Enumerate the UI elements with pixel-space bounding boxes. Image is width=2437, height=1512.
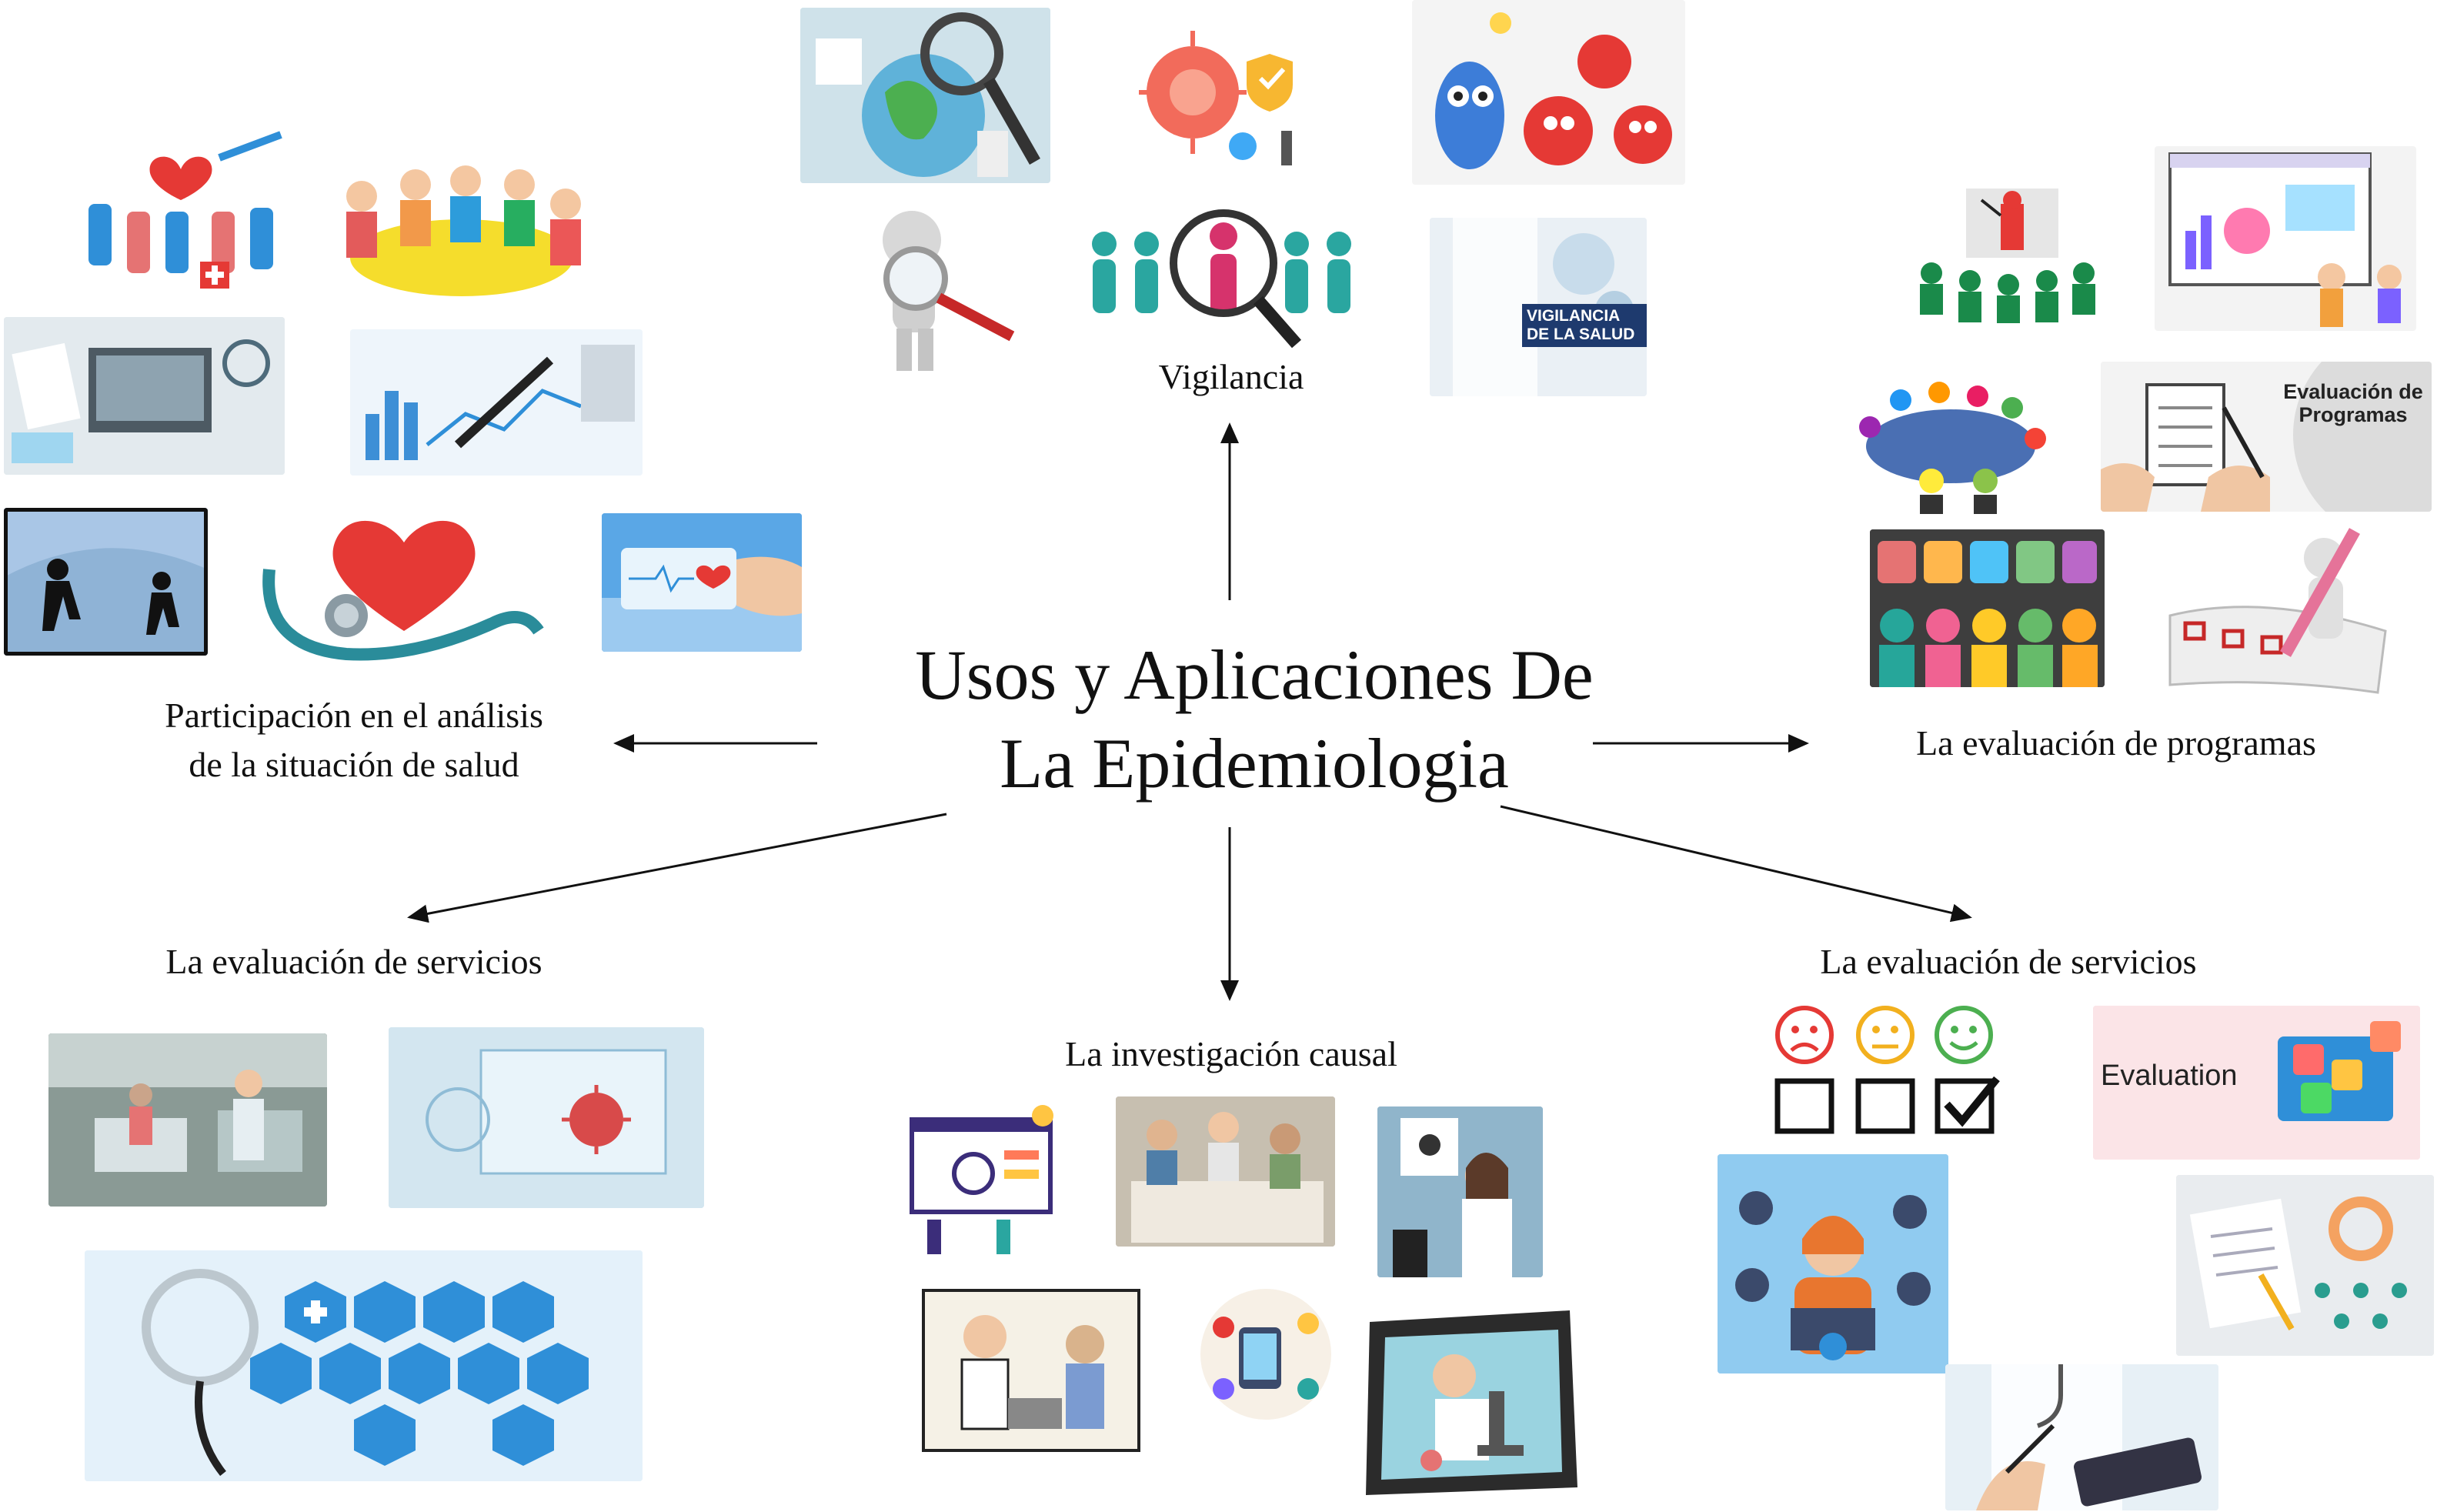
evaluacion-programas-image: Evaluación de Programas [2101,362,2432,512]
smiley-feedback-image [1762,1000,2028,1139]
checklist-pencil-image [2155,523,2401,700]
chart-analysis-image [350,329,643,476]
vigilancia-salud-image: VIGILANCIA DE LA SALUD [1430,218,1647,396]
virus-lab-image [1108,8,1331,181]
label-analisis: Participación en el análisis de la situa… [115,691,593,790]
figure-magnifier-image [858,202,1031,379]
doctor-tablet-image [1945,1364,2218,1510]
arrow-to-servicios-right [1500,805,1972,923]
label-vigilancia: Vigilancia [1158,357,1304,396]
icons-circle-image [1193,1281,1339,1427]
cartoon-virus-image [1412,0,1685,185]
programas-tag-line2: Programas [2298,403,2408,426]
group-table-image [1116,1096,1335,1247]
label-analisis-line2: de la situación de salud [189,745,519,785]
magnifier-globe-image [800,8,1050,183]
central-title-line2: La Epidemiologia [1000,724,1509,803]
scientist-image [1377,1106,1543,1277]
label-analisis-line1: Participación en el análisis [165,696,543,735]
arrow-to-servicios-left [407,813,947,923]
support-agent-image [1718,1154,1948,1373]
central-title: Usos y Aplicaciones De La Epidemiologia [823,631,1685,808]
evaluation-word: Evaluation [2101,1060,2238,1092]
silhouettes-image [4,508,208,656]
lab-comic-image [916,1283,1147,1458]
laptop-desk-image [4,317,285,475]
label-servicios-left: La evaluación de servicios [165,942,542,981]
central-title-line1: Usos y Aplicaciones De [915,636,1594,714]
hospital-ward-image [48,1033,327,1207]
people-speech-image [1870,529,2105,687]
report-infographic-image [2176,1175,2434,1356]
label-programas: La evaluación de programas [1916,723,2316,763]
puzzle-table-image [1847,365,2051,519]
health-team-image [65,127,312,300]
meeting-table-image [331,150,593,308]
vigilancia-tag-line2: DE LA SALUD [1527,325,1635,343]
label-servicios-right: La evaluación de servicios [1820,942,2197,981]
vigilancia-salud-tag: VIGILANCIA DE LA SALUD [1522,304,1647,347]
medical-hexagons-image [85,1250,643,1481]
presentation-image [1908,181,2105,323]
microscope-comic-image [1362,1307,1581,1497]
people-magnifier-image [1073,202,1381,352]
vigilancia-tag-line1: VIGILANCIA [1527,307,1621,325]
dashboard-people-image [2155,146,2416,331]
hand-card-image [602,513,802,652]
evaluacion-programas-tag: Evaluación de Programas [2276,380,2430,426]
research-screen-image [896,1096,1070,1258]
virus-interface-image [389,1027,704,1208]
programas-tag-line1: Evaluación de [2283,380,2423,403]
heart-stethoscope-image [246,500,562,673]
label-causal: La investigación causal [1065,1034,1397,1073]
evaluation-faces-image: Evaluation [2093,1006,2420,1160]
